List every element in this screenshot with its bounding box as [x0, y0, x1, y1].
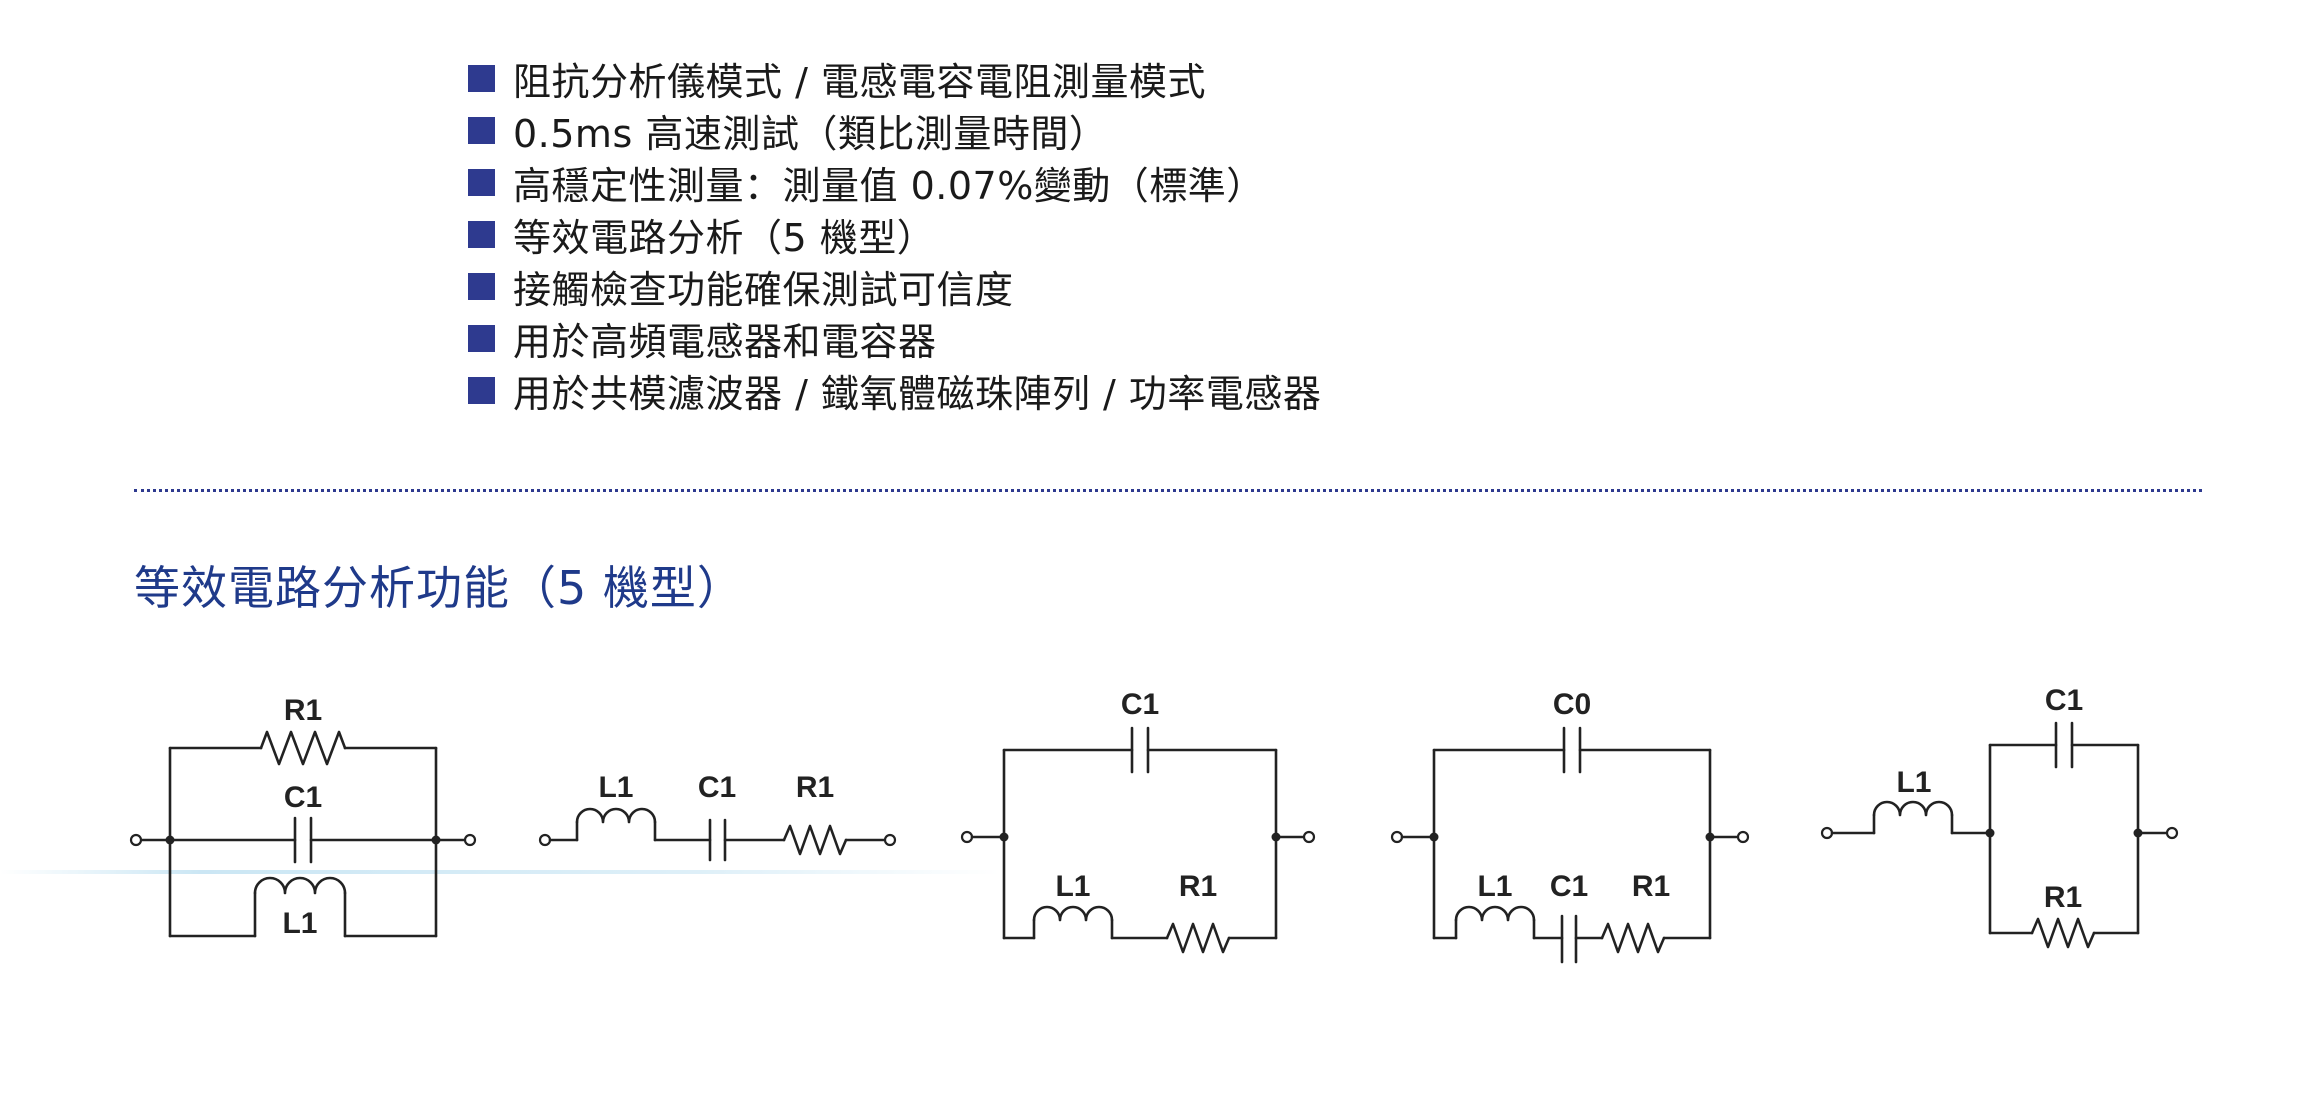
- square-bullet-icon: [468, 116, 495, 144]
- label-r1: R1: [2044, 881, 2082, 914]
- label-r1: R1: [284, 694, 322, 727]
- feature-text: 阻抗分析儀模式 / 電感電容電阻測量模式: [513, 59, 1206, 104]
- square-bullet-icon: [468, 376, 495, 404]
- label-c1: C1: [2045, 684, 2083, 717]
- dotted-divider: [134, 489, 2202, 492]
- inductor-l1: [1872, 800, 1954, 817]
- label-c1: C1: [1550, 870, 1588, 903]
- label-r1: R1: [796, 771, 834, 804]
- circuit-diagram-1: R1 C1 L1: [129, 694, 477, 940]
- resistor-r1: [782, 824, 848, 856]
- circuit-diagram-5: L1 C1 R1: [1820, 684, 2179, 949]
- resistor-r1: [1165, 922, 1231, 954]
- feature-text: 用於高頻電感器和電容器: [513, 319, 937, 364]
- feature-item: 高穩定性測量：測量值 0.07%變動（標準）: [468, 156, 1321, 208]
- circuit-diagram-4: C0 L1 C1 R1: [1390, 688, 1750, 964]
- circuit-diagram-3: C1 L1 R1: [960, 688, 1316, 954]
- inductor-l1: [1454, 905, 1536, 922]
- feature-list: 阻抗分析儀模式 / 電感電容電阻測量模式 0.5ms 高速測試（類比測量時間） …: [468, 52, 1321, 416]
- label-c1: C1: [284, 781, 322, 814]
- label-l1: L1: [1896, 766, 1931, 799]
- square-bullet-icon: [468, 220, 495, 248]
- feature-text: 接觸檢查功能確保測試可信度: [513, 267, 1014, 312]
- feature-text: 0.5ms 高速測試（類比測量時間）: [513, 111, 1108, 156]
- feature-item: 0.5ms 高速測試（類比測量時間）: [468, 104, 1321, 156]
- resistor-r1: [1600, 922, 1666, 954]
- label-l1: L1: [1055, 870, 1090, 903]
- label-l1: L1: [598, 771, 633, 804]
- inductor-l1: [575, 807, 657, 824]
- label-c1: C1: [698, 771, 736, 804]
- feature-item: 阻抗分析儀模式 / 電感電容電阻測量模式: [468, 52, 1321, 104]
- label-r1: R1: [1632, 870, 1670, 903]
- inductor-l1: [1032, 905, 1114, 922]
- feature-item: 等效電路分析（5 機型）: [468, 208, 1321, 260]
- inductor-l1: [253, 876, 347, 895]
- scan-streak: [0, 870, 1000, 874]
- label-l1: L1: [282, 907, 317, 940]
- label-c1: C1: [1121, 688, 1159, 721]
- feature-item: 用於高頻電感器和電容器: [468, 312, 1321, 364]
- label-c0: C0: [1553, 688, 1591, 721]
- label-r1: R1: [1179, 870, 1217, 903]
- feature-text: 用於共模濾波器 / 鐵氧體磁珠陣列 / 功率電感器: [513, 371, 1322, 416]
- feature-text: 等效電路分析（5 機型）: [513, 215, 936, 260]
- square-bullet-icon: [468, 168, 495, 196]
- resistor-r1: [259, 730, 347, 766]
- square-bullet-icon: [468, 64, 495, 92]
- square-bullet-icon: [468, 324, 495, 352]
- square-bullet-icon: [468, 272, 495, 300]
- resistor-r1: [2030, 917, 2096, 949]
- label-l1: L1: [1477, 870, 1512, 903]
- feature-item: 接觸檢查功能確保測試可信度: [468, 260, 1321, 312]
- feature-text: 高穩定性測量：測量值 0.07%變動（標準）: [513, 163, 1265, 208]
- section-title: 等效電路分析功能（5 機型）: [134, 561, 744, 615]
- circuit-diagram-2: L1 C1 R1: [538, 771, 897, 862]
- feature-item: 用於共模濾波器 / 鐵氧體磁珠陣列 / 功率電感器: [468, 364, 1321, 416]
